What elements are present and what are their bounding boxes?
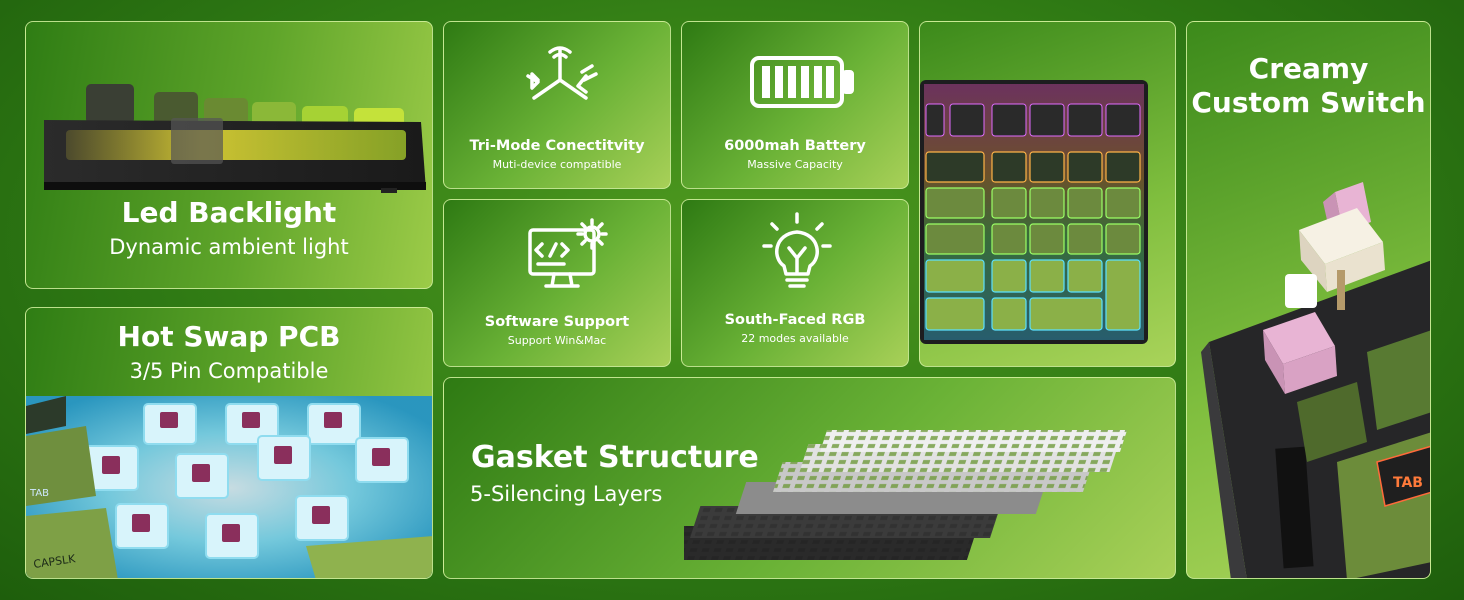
battery-panel: 6000mah Battery Massive Capacity	[681, 21, 909, 189]
tri-mode-panel: Tri-Mode Conectitvity Muti-device compat…	[443, 21, 671, 189]
capslock-keycap-label: CAPSLK	[33, 552, 77, 571]
software-title: Software Support	[484, 314, 630, 330]
rgb-panel: South-Faced RGB 22 modes available	[681, 199, 909, 367]
lightbulb-icon	[762, 212, 832, 288]
wireless-bluetooth-cable-icon	[526, 46, 598, 100]
switch-spring	[1285, 270, 1345, 310]
rgb-title: South-Faced RGB	[724, 312, 866, 328]
gasket-panel: Gasket Structure 5-Silencing Layers	[443, 377, 1176, 579]
rgb-subtitle: 22 modes available	[741, 332, 849, 345]
gasket-subtitle: 5-Silencing Layers	[470, 482, 663, 506]
creamy-switch-title-line2: Custom Switch	[1191, 86, 1426, 119]
creamy-switch-title-line1: Creamy	[1248, 52, 1369, 85]
keyboard-side-image	[44, 84, 426, 193]
creamy-switch-title: Creamy Custom Switch	[1187, 52, 1430, 120]
tri-mode-title: Tri-Mode Conectitvity	[469, 138, 645, 154]
hot-swap-panel: Hot Swap PCB 3/5 Pin Compatible	[25, 307, 433, 579]
hot-swap-title: Hot Swap PCB	[117, 320, 341, 353]
tab-keycap-label: TAB	[29, 488, 49, 499]
battery-subtitle: Massive Capacity	[747, 158, 843, 171]
rgb-keyboard-panel	[919, 21, 1176, 367]
led-backlight-title: Led Backlight	[121, 196, 337, 229]
hot-swap-switches-image: CAPSLK TAB	[26, 396, 432, 578]
monitor-code-gear-icon	[528, 218, 608, 288]
tri-mode-subtitle: Muti-device compatible	[492, 158, 622, 171]
software-panel: Software Support Support Win&Mac	[443, 199, 671, 367]
hot-swap-subtitle: 3/5 Pin Compatible	[129, 359, 329, 383]
rgb-keyboard-image	[920, 80, 1148, 344]
gasket-title: Gasket Structure	[471, 440, 759, 475]
creamy-switch-panel: Creamy Custom Switch TAB	[1186, 21, 1431, 579]
exploded-switch-image: TAB	[1201, 182, 1430, 578]
switch-bottom-housing	[1263, 312, 1337, 394]
battery-title: 6000mah Battery	[724, 138, 866, 154]
gasket-layers-image	[684, 430, 1128, 560]
led-backlight-subtitle: Dynamic ambient light	[109, 235, 349, 259]
battery-icon	[750, 56, 854, 108]
led-backlight-panel: Led Backlight Dynamic ambient light	[25, 21, 433, 289]
software-subtitle: Support Win&Mac	[507, 334, 607, 347]
tab-keycap-label-2: TAB	[1393, 475, 1423, 491]
